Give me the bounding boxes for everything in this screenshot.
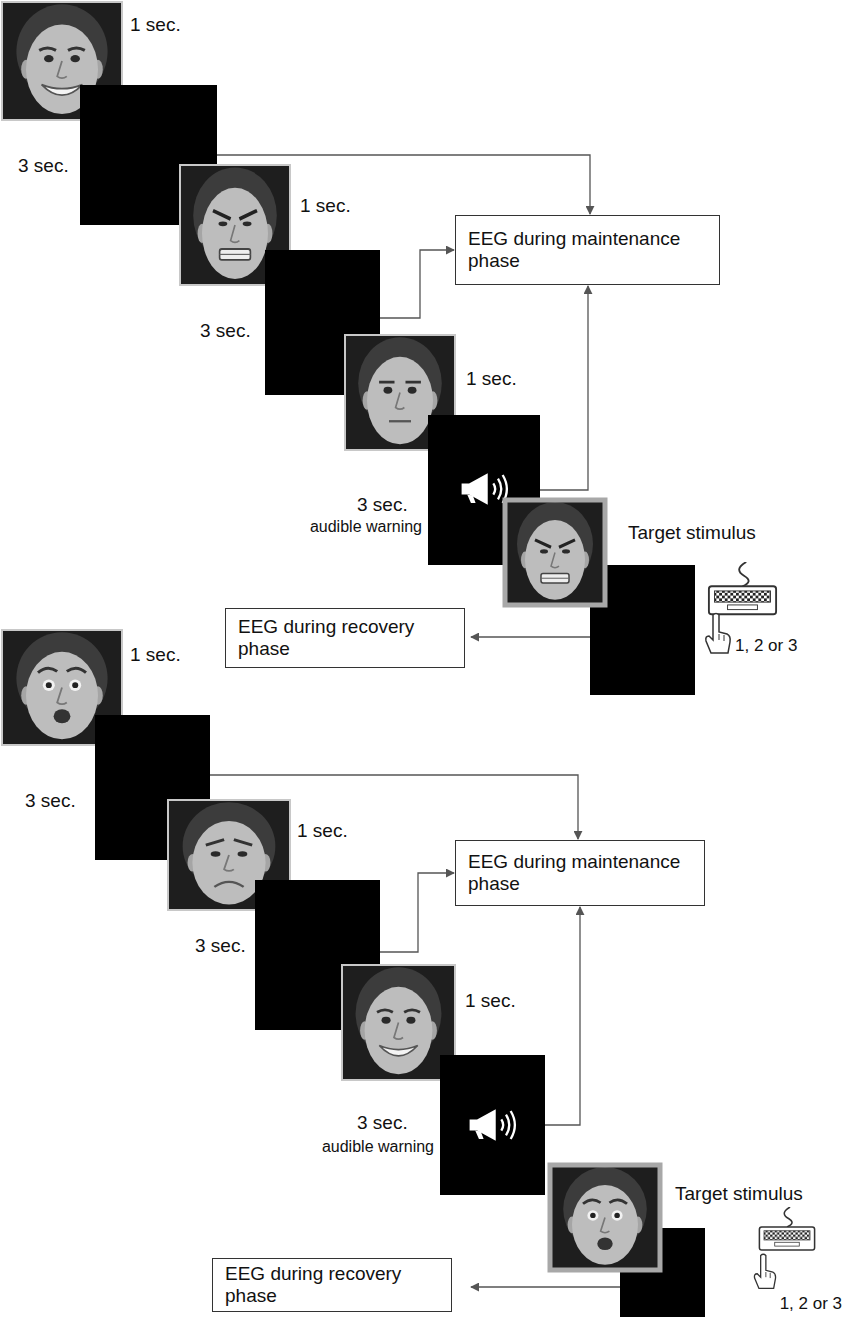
timing-label: 3 sec. (357, 1112, 408, 1134)
timing-label: 3 sec. (200, 320, 251, 342)
box-text: EEG during maintenance phase (468, 851, 692, 895)
timing-label: 1 sec. (300, 195, 351, 217)
megaphone-icon (462, 473, 507, 505)
timing-label: 1 sec. (297, 820, 348, 842)
box-text: EEG during recovery phase (225, 1263, 439, 1307)
timing-label: 1 sec. (466, 368, 517, 390)
timing-label: 1 sec. (130, 14, 181, 36)
timing-label: 3 sec. (357, 494, 408, 516)
warning-label: audible warning (322, 1138, 434, 1156)
eeg-phase-box: EEG during maintenance phase (455, 215, 720, 285)
keyboard-icon (709, 562, 776, 614)
warning-label: audible warning (310, 518, 422, 536)
timing-label: 3 sec. (18, 155, 69, 177)
timing-label: 1 sec. (465, 990, 516, 1012)
box-text: EEG during maintenance phase (468, 228, 707, 272)
eeg-phase-box: EEG during recovery phase (225, 608, 465, 668)
timing-label: 3 sec. (25, 790, 76, 812)
hand-icon (706, 614, 730, 654)
timing-label: Target stimulus (628, 522, 756, 544)
eeg-phase-box: EEG during maintenance phase (455, 840, 705, 906)
timing-label: 1, 2 or 3 (780, 1294, 842, 1314)
eeg-phase-box: EEG during recovery phase (212, 1258, 452, 1312)
timing-label: 3 sec. (195, 935, 246, 957)
megaphone-icon (470, 1109, 515, 1141)
timing-label: 1 sec. (130, 644, 181, 666)
face-stimulus (342, 965, 455, 1080)
timing-label: 1, 2 or 3 (735, 636, 797, 656)
keyboard-icon (759, 1207, 814, 1250)
box-text: EEG during recovery phase (238, 616, 452, 660)
blank-screen (440, 1055, 545, 1195)
target-face (550, 1165, 660, 1270)
timing-label: Target stimulus (675, 1183, 803, 1205)
target-face (505, 500, 605, 605)
hand-icon (754, 1254, 775, 1288)
leader-arrows (210, 155, 620, 1287)
